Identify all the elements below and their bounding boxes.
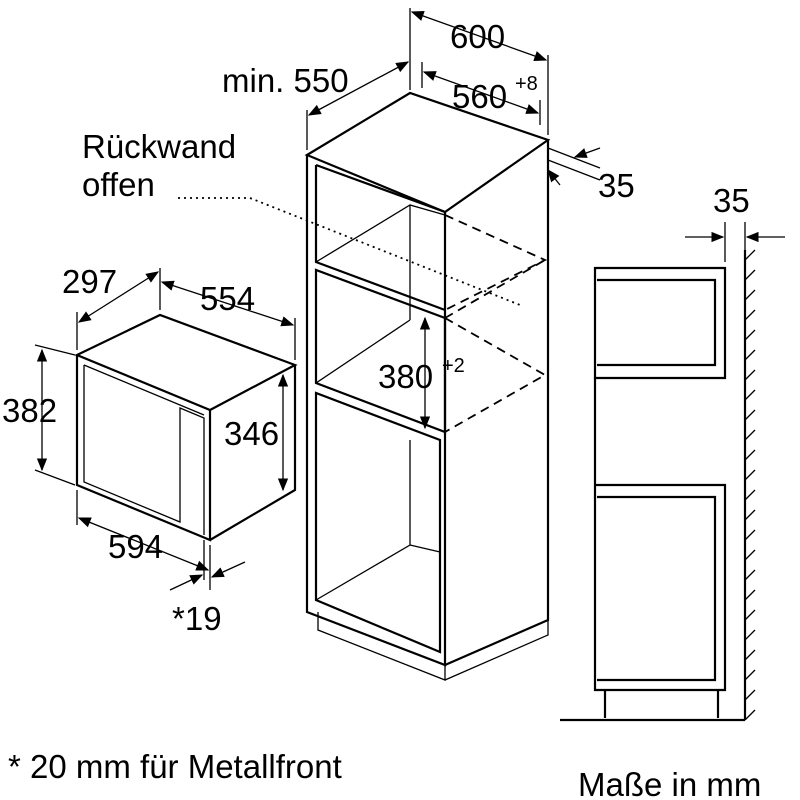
label-rear-wall: Rückwand [82, 128, 236, 165]
dim-cabinet-width: 600 [450, 18, 505, 55]
dim-niche-height: 380 [378, 358, 433, 395]
dim-niche-width: 560 [452, 78, 507, 115]
dim-device-width: 594 [108, 528, 163, 565]
dim-side-gap: 35 [713, 182, 750, 219]
dim-niche-height-tolerance: +2 [442, 355, 465, 377]
dim-rear-gap: 35 [598, 167, 635, 204]
footnote: * 20 mm für Metallfront [8, 748, 342, 785]
dim-device-height: 382 [2, 392, 57, 429]
side-view [560, 249, 756, 722]
dim-front-thickness: *19 [172, 600, 222, 637]
dimension-lines [34, 8, 785, 591]
dim-niche-width-tolerance: +8 [515, 73, 538, 95]
units-label: Maße in mm [578, 766, 761, 800]
dim-cabinet-depth: min. 550 [222, 62, 349, 99]
tall-cabinet [178, 91, 551, 681]
dim-device-body-height: 346 [224, 415, 279, 452]
microwave-device [74, 313, 298, 542]
dim-device-body-width: 554 [200, 280, 255, 317]
label-rear-wall-open: offen [82, 166, 155, 203]
dim-device-depth: 297 [62, 263, 117, 300]
